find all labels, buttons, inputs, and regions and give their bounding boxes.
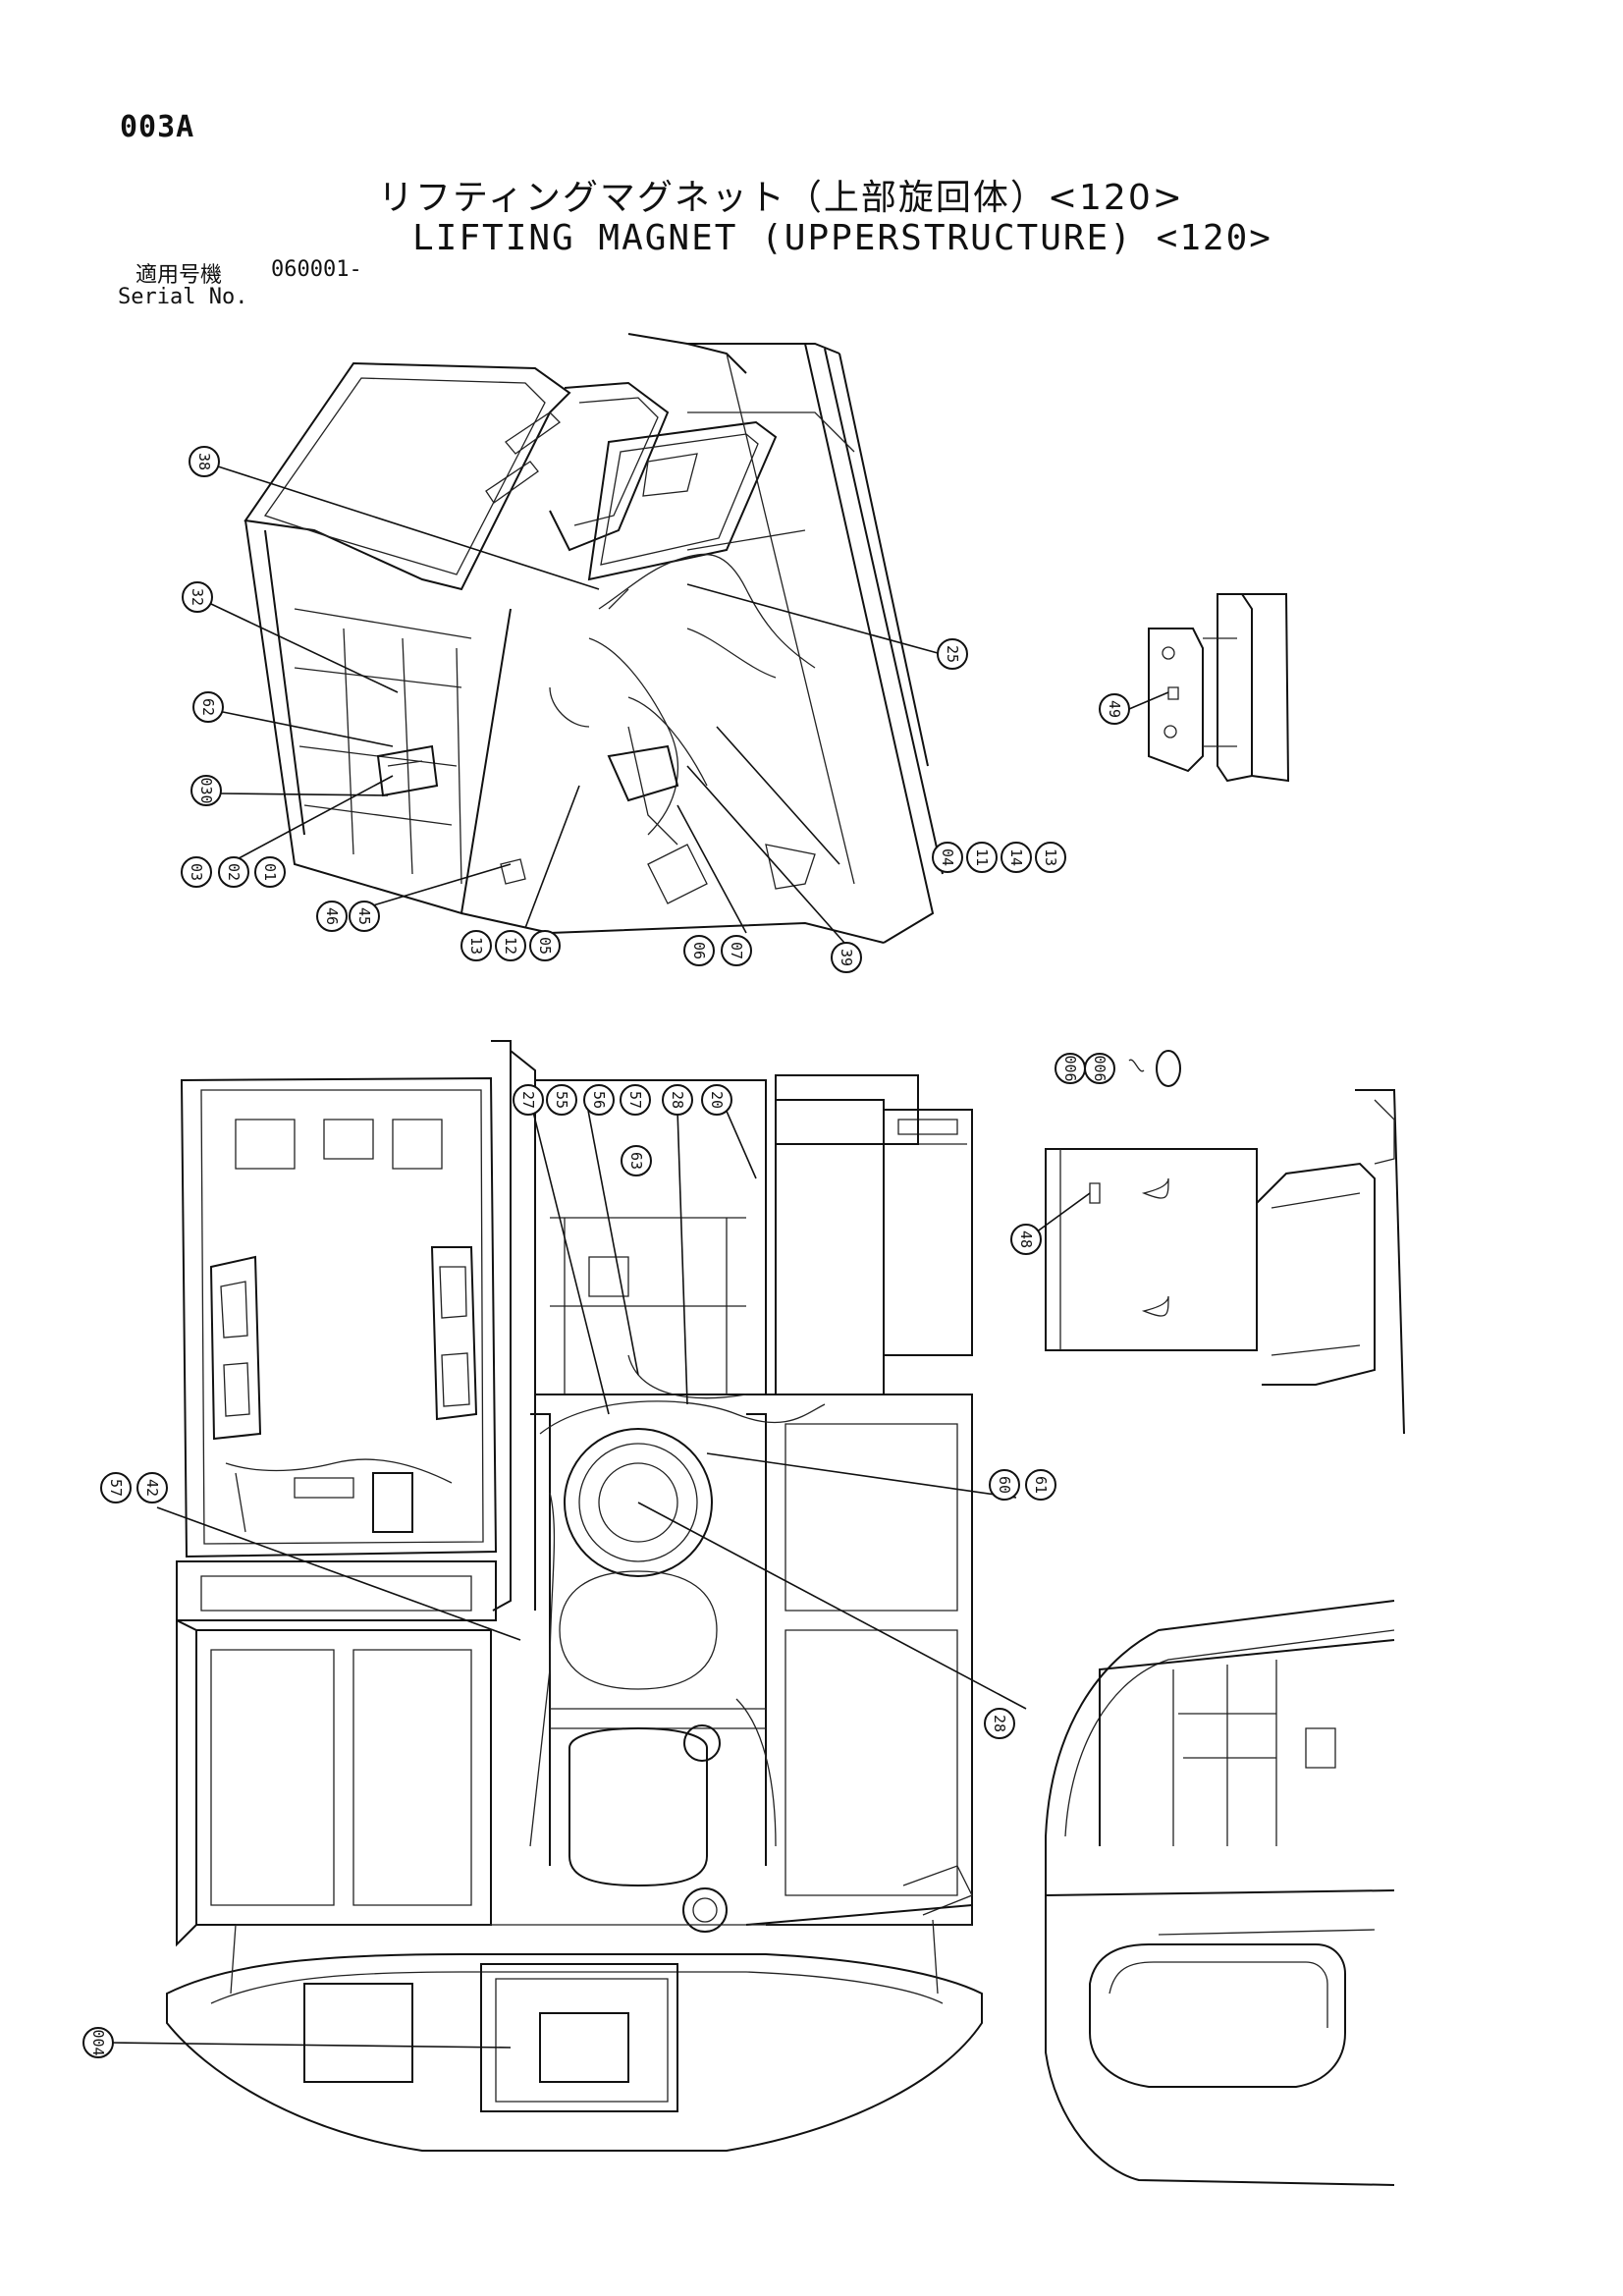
svg-text:01: 01 <box>261 863 279 881</box>
callout-06: 06 <box>683 935 715 966</box>
svg-text:06: 06 <box>690 942 708 959</box>
svg-text:48: 48 <box>1017 1230 1035 1248</box>
svg-text:27: 27 <box>519 1091 537 1109</box>
svg-text:13: 13 <box>467 937 485 955</box>
svg-text:45: 45 <box>355 907 373 925</box>
serial-label-english: Serial No. <box>118 285 248 309</box>
svg-text:006: 006 <box>1091 1055 1109 1081</box>
bracket-49-view <box>1148 593 1290 783</box>
svg-text:05: 05 <box>536 937 554 955</box>
callout-63: 63 <box>621 1145 652 1176</box>
svg-text:04: 04 <box>939 848 956 866</box>
callout-13b: 13 <box>1035 842 1066 873</box>
svg-text:38: 38 <box>195 453 213 470</box>
callout-02: 02 <box>218 856 249 888</box>
callout-28b: 28 <box>984 1708 1015 1739</box>
callout-55: 55 <box>546 1084 577 1116</box>
range-tilde <box>1128 1059 1145 1072</box>
callout-28: 28 <box>662 1084 693 1116</box>
callout-006b: 006 <box>1084 1053 1115 1084</box>
svg-text:56: 56 <box>590 1091 608 1109</box>
callout-006: 006 <box>1055 1053 1086 1084</box>
svg-text:004: 004 <box>89 2029 107 2055</box>
callout-20: 20 <box>701 1084 732 1116</box>
svg-text:20: 20 <box>708 1091 726 1109</box>
svg-text:28: 28 <box>991 1715 1008 1732</box>
svg-text:07: 07 <box>728 942 745 959</box>
serial-number-value: 060001- <box>271 257 362 282</box>
callout-004: 004 <box>82 2027 114 2058</box>
cab-door-view <box>1045 1600 1395 2186</box>
svg-text:57: 57 <box>107 1479 125 1497</box>
perforated-plate <box>775 1074 919 1145</box>
callout-61: 61 <box>1025 1469 1056 1501</box>
svg-text:030: 030 <box>197 777 215 803</box>
callout-62: 62 <box>192 691 224 723</box>
svg-text:14: 14 <box>1007 848 1025 866</box>
svg-text:46: 46 <box>323 907 341 925</box>
callout-45: 45 <box>349 901 380 932</box>
callout-39: 39 <box>831 942 862 973</box>
callout-05: 05 <box>529 930 561 961</box>
svg-text:006: 006 <box>1061 1055 1079 1081</box>
callout-60: 60 <box>989 1469 1020 1501</box>
callout-42: 42 <box>136 1472 168 1503</box>
svg-text:49: 49 <box>1106 700 1123 718</box>
callout-03: 03 <box>181 856 212 888</box>
svg-text:55: 55 <box>553 1091 570 1109</box>
callout-13: 13 <box>460 930 492 961</box>
callout-56: 56 <box>583 1084 615 1116</box>
svg-text:57: 57 <box>626 1091 644 1109</box>
svg-text:12: 12 <box>502 937 519 955</box>
svg-text:28: 28 <box>669 1091 686 1109</box>
callout-38: 38 <box>189 446 220 477</box>
svg-text:42: 42 <box>143 1479 161 1497</box>
callout-32: 32 <box>182 581 213 613</box>
callout-11: 11 <box>966 842 998 873</box>
upperstructure-plan-view <box>166 1040 983 2152</box>
callout-27: 27 <box>513 1084 544 1116</box>
svg-text:63: 63 <box>627 1152 645 1170</box>
svg-text:60: 60 <box>996 1476 1013 1494</box>
svg-text:03: 03 <box>188 863 205 881</box>
serial-label-japanese: 適用号機 <box>135 263 223 288</box>
svg-text:61: 61 <box>1032 1476 1050 1494</box>
callout-01: 01 <box>254 856 286 888</box>
callout-030: 030 <box>190 775 222 806</box>
part-006-view <box>1045 1089 1405 1435</box>
svg-text:13: 13 <box>1042 848 1059 866</box>
callout-46: 46 <box>316 901 348 932</box>
page-code: 003A <box>120 110 195 144</box>
callout-07: 07 <box>721 935 752 966</box>
svg-text:62: 62 <box>199 698 217 716</box>
callout-range-end <box>1156 1050 1181 1087</box>
callout-04: 04 <box>932 842 963 873</box>
svg-text:39: 39 <box>838 949 855 966</box>
svg-text:32: 32 <box>189 588 206 606</box>
leader-lines <box>109 465 1169 2049</box>
svg-text:25: 25 <box>944 645 961 663</box>
svg-text:02: 02 <box>225 863 243 881</box>
title-japanese: リフティングマグネット（上部旋回体）<120> <box>378 178 1184 218</box>
callout-57b: 57 <box>100 1472 132 1503</box>
svg-text:11: 11 <box>973 848 991 866</box>
callout-25: 25 <box>937 638 968 670</box>
callout-48: 48 <box>1010 1224 1042 1255</box>
callout-12: 12 <box>495 930 526 961</box>
callout-57: 57 <box>620 1084 651 1116</box>
cab-isometric-view <box>243 333 944 944</box>
callout-49: 49 <box>1099 693 1130 725</box>
title-english: LIFTING MAGNET (UPPERSTRUCTURE) <120> <box>412 218 1272 258</box>
callout-14: 14 <box>1001 842 1032 873</box>
callout-bubbles: 38 32 62 030 03 02 01 46 45 13 12 05 06 … <box>82 446 1181 2058</box>
